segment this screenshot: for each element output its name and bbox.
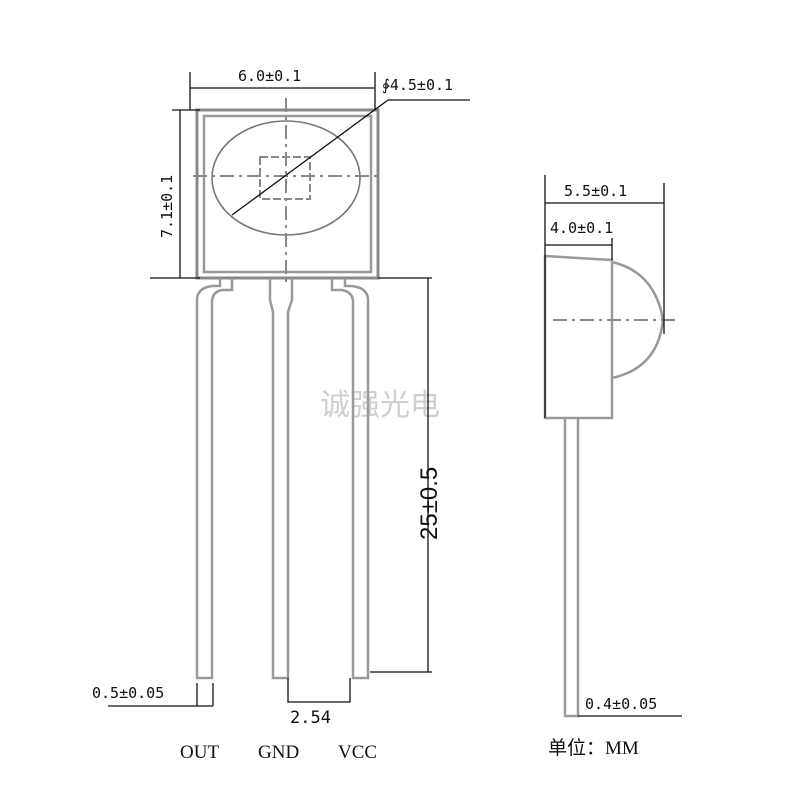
front-view: ∳4.5±0.1 6.0±0.1 7.1±0.1 25±0.5 0.5±0.05…	[92, 67, 470, 763]
lens-diameter-leader	[231, 99, 389, 216]
lead-length-label: 25±0.5	[416, 467, 443, 540]
pin-label-out: OUT	[180, 742, 219, 763]
depth-dim-label: 5.5±0.1	[564, 182, 627, 200]
height-dim-label: 7.1±0.1	[158, 175, 176, 238]
pin-label-vcc: VCC	[338, 742, 377, 763]
side-body	[543, 254, 614, 420]
lens-diameter-label: ∳4.5±0.1	[382, 76, 453, 94]
lead-thickness-label: 0.4±0.05	[585, 695, 657, 713]
pin-label-gnd: GND	[258, 742, 299, 763]
body-inner-outline	[202, 114, 373, 274]
lead-width-label: 0.5±0.05	[92, 684, 164, 702]
lead-vcc	[330, 278, 370, 680]
pitch-dim-bracket	[287, 678, 351, 703]
pitch-label: 2.54	[290, 708, 331, 728]
lead-out	[195, 278, 234, 680]
unit-label: 单位：MM	[548, 737, 639, 759]
side-view: 5.5±0.1 4.0±0.1 0.4±0.05 单位：MM	[543, 175, 682, 759]
side-lead	[563, 418, 580, 718]
width-dim-label: 6.0±0.1	[238, 67, 301, 85]
body-outline	[195, 108, 380, 280]
lead-gnd	[268, 278, 294, 680]
watermark: 诚强光电	[320, 388, 440, 423]
body-depth-label: 4.0±0.1	[550, 219, 613, 237]
